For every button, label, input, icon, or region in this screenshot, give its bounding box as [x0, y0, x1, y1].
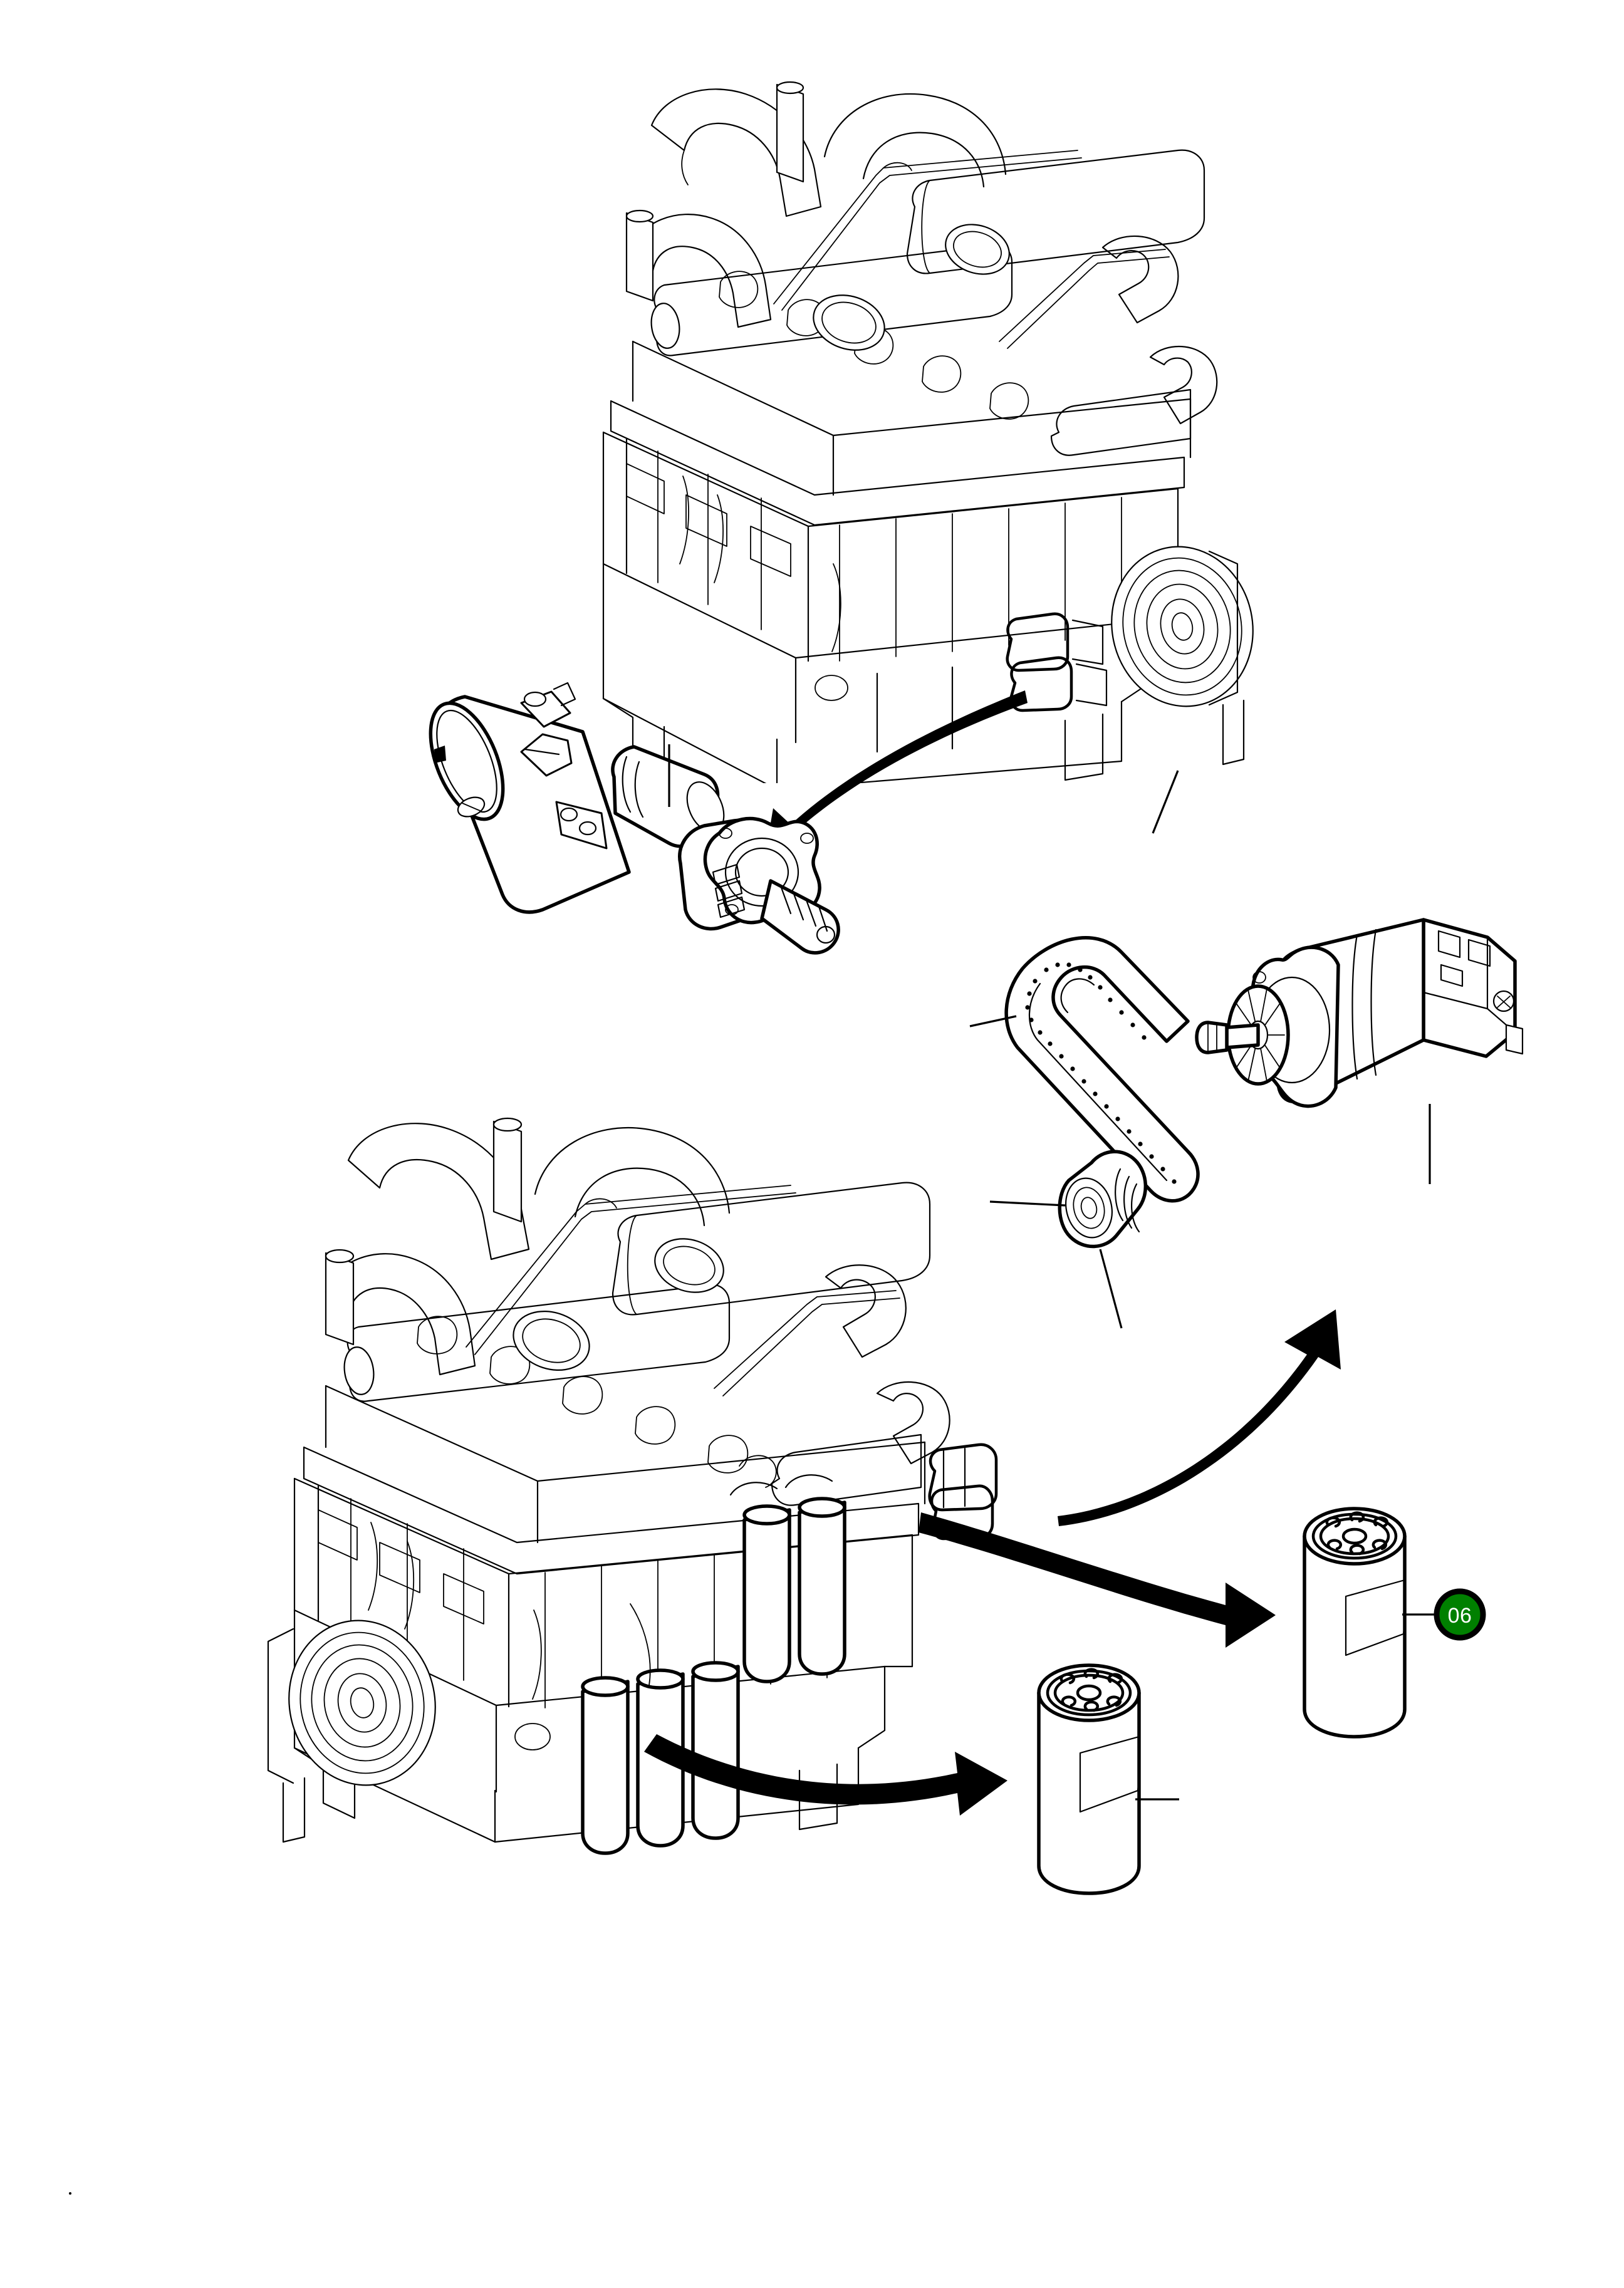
- drive-belt: [1004, 936, 1200, 1203]
- callout-badge-06[interactable]: 06: [1434, 1588, 1486, 1641]
- arrow-to-alternator: [1058, 1309, 1341, 1526]
- engine-lower: [267, 1117, 998, 1855]
- starter-motor: [429, 682, 840, 955]
- crank-damper-lower: [288, 1620, 436, 1786]
- arrow-to-oil-filter-lower: [644, 1734, 1007, 1816]
- oil-filter-lower: [1037, 1663, 1141, 1895]
- belt-pulley: [1058, 1150, 1147, 1249]
- leader-pulley: [989, 1200, 1066, 1207]
- callout-badge-06-label: 06: [1448, 1604, 1472, 1628]
- starter-mount-boss-upper: [1006, 612, 1108, 712]
- page-speck: [69, 2192, 71, 2195]
- leader-engine-upper-damper: [1152, 770, 1179, 834]
- oil-filter-upper: [1303, 1507, 1407, 1739]
- engine-upper: [602, 81, 1254, 783]
- leader-pulley-down: [1099, 1249, 1123, 1329]
- crank-damper-upper: [1111, 546, 1254, 707]
- leader-belt: [969, 1015, 1017, 1027]
- alternator: [1195, 918, 1524, 1108]
- filter-mount-cylinders: [581, 1497, 846, 1855]
- arrow-to-oil-filter-upper: [919, 1512, 1276, 1648]
